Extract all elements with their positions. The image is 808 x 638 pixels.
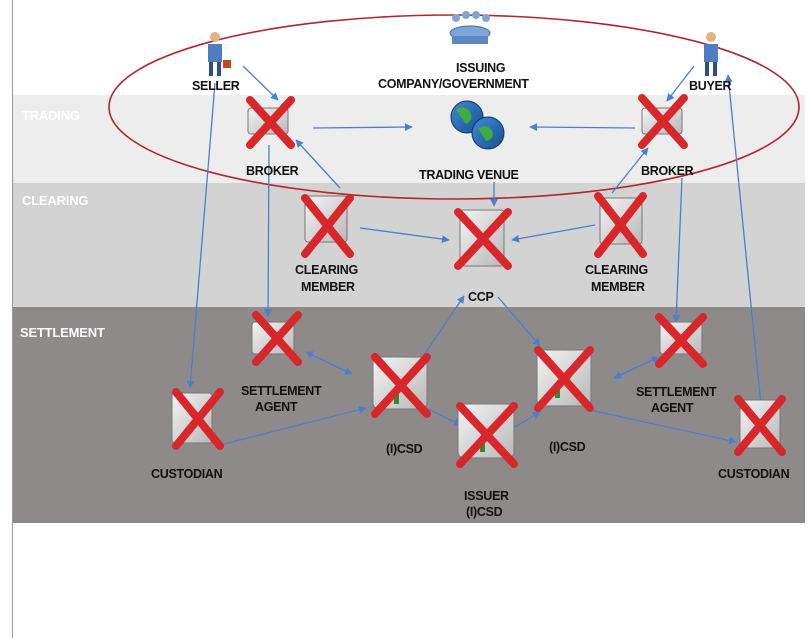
flow-arrows: [186, 65, 762, 446]
band-label-settlement: SETTLEMENT: [20, 325, 105, 340]
settlement-agent-left-label-2: AGENT: [255, 400, 298, 414]
settlement-agent-left-label-1: SETTLEMENT: [241, 384, 322, 398]
left-border: [12, 0, 13, 638]
buyer-icon: [704, 32, 718, 76]
ccp-label: CCP: [468, 290, 494, 304]
clearing-member-right-label-2: MEMBER: [591, 280, 645, 294]
trading-venue-label: TRADING VENUE: [419, 168, 519, 182]
clearing-member-left-label-1: CLEARING: [295, 263, 358, 277]
custodian-right-label: CUSTODIAN: [718, 467, 790, 481]
settlement-agent-right-label-2: AGENT: [651, 401, 694, 415]
broker-left-label: BROKER: [246, 164, 299, 178]
issuing-company-icon: [449, 11, 491, 44]
seller-icon: [208, 32, 231, 76]
broker-right-label: BROKER: [641, 164, 694, 178]
settlement-agent-right-label-1: SETTLEMENT: [636, 385, 717, 399]
band-label-clearing: CLEARING: [22, 193, 89, 208]
band-label-trading: TRADING: [22, 108, 80, 123]
clearing-member-left-label-2: MEMBER: [301, 280, 355, 294]
buyer-label: BUYER: [689, 79, 732, 93]
custodian-left-label: CUSTODIAN: [151, 467, 223, 481]
issuing-label-line1: ISSUING: [456, 61, 506, 75]
clearing-band: [12, 183, 805, 307]
icsd-left-label: (I)CSD: [386, 442, 423, 456]
cross-marks: [172, 94, 786, 468]
issuer-icsd-label-1: ISSUER: [464, 489, 509, 503]
issuing-label-line2: COMPANY/GOVERNMENT: [378, 77, 529, 91]
trading-venue-globes-icon: [450, 100, 505, 150]
clearing-member-right-label-1: CLEARING: [585, 263, 648, 277]
icsd-right-label: (I)CSD: [549, 440, 586, 454]
seller-label: SELLER: [192, 79, 240, 93]
issuer-icsd-label-2: (I)CSD: [466, 505, 503, 519]
